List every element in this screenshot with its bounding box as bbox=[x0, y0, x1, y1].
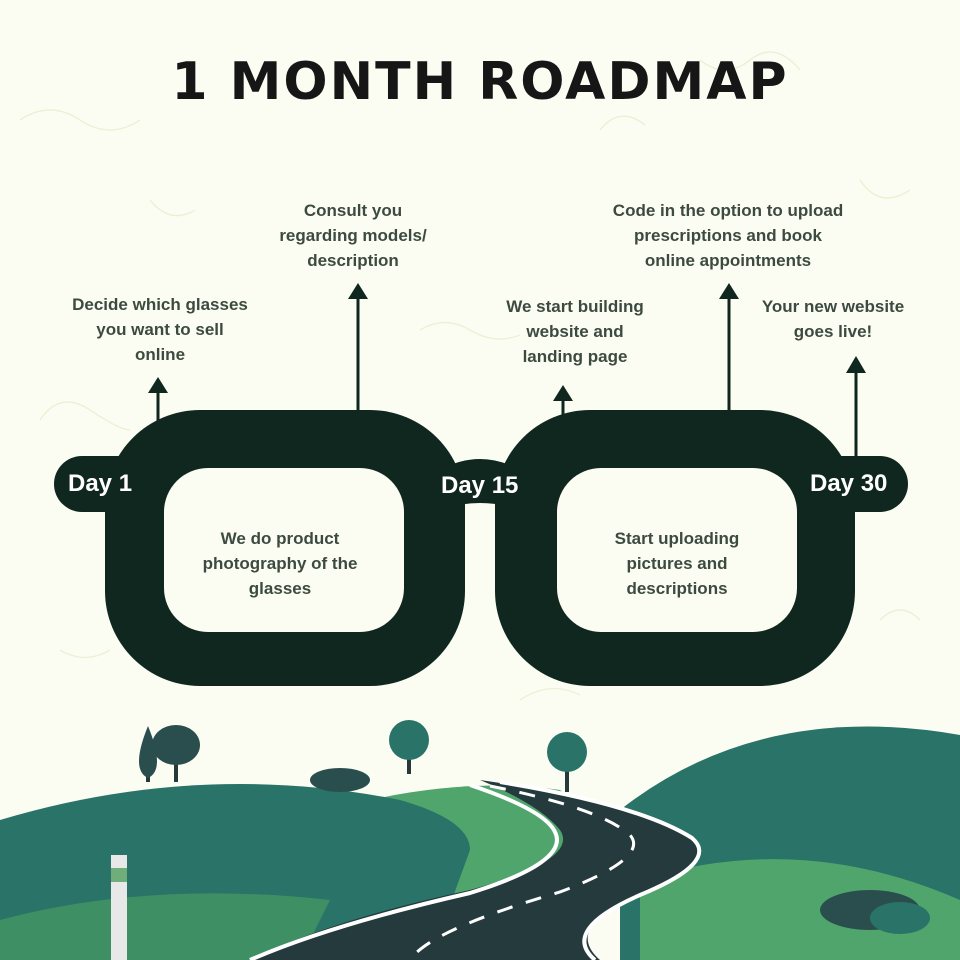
arrow-up-2 bbox=[348, 283, 368, 415]
tree-right bbox=[547, 732, 587, 792]
day-label-end: Day 30 bbox=[810, 470, 888, 497]
arrow-up-5 bbox=[719, 283, 739, 415]
hill-right-front bbox=[640, 859, 960, 960]
glasses-timeline bbox=[54, 410, 908, 686]
road-center-line bbox=[408, 784, 636, 960]
road-post bbox=[111, 855, 127, 960]
day-label-start: Day 1 bbox=[68, 470, 133, 497]
tree-left-group bbox=[139, 725, 200, 782]
page-title: 1 MONTH ROADMAP bbox=[171, 52, 789, 112]
tree-middle bbox=[389, 720, 429, 774]
arrow-up-7 bbox=[846, 356, 866, 458]
lens-left bbox=[164, 468, 404, 632]
road-edge-right bbox=[499, 780, 702, 960]
lens-right bbox=[557, 468, 797, 632]
landscape-illustration bbox=[0, 720, 960, 960]
road bbox=[250, 780, 699, 960]
background-texture bbox=[19, 51, 921, 701]
day-label-mid: Day 15 bbox=[441, 472, 519, 499]
field-left-front bbox=[0, 893, 330, 960]
road-edge-left bbox=[249, 783, 559, 960]
bushes bbox=[310, 768, 930, 934]
